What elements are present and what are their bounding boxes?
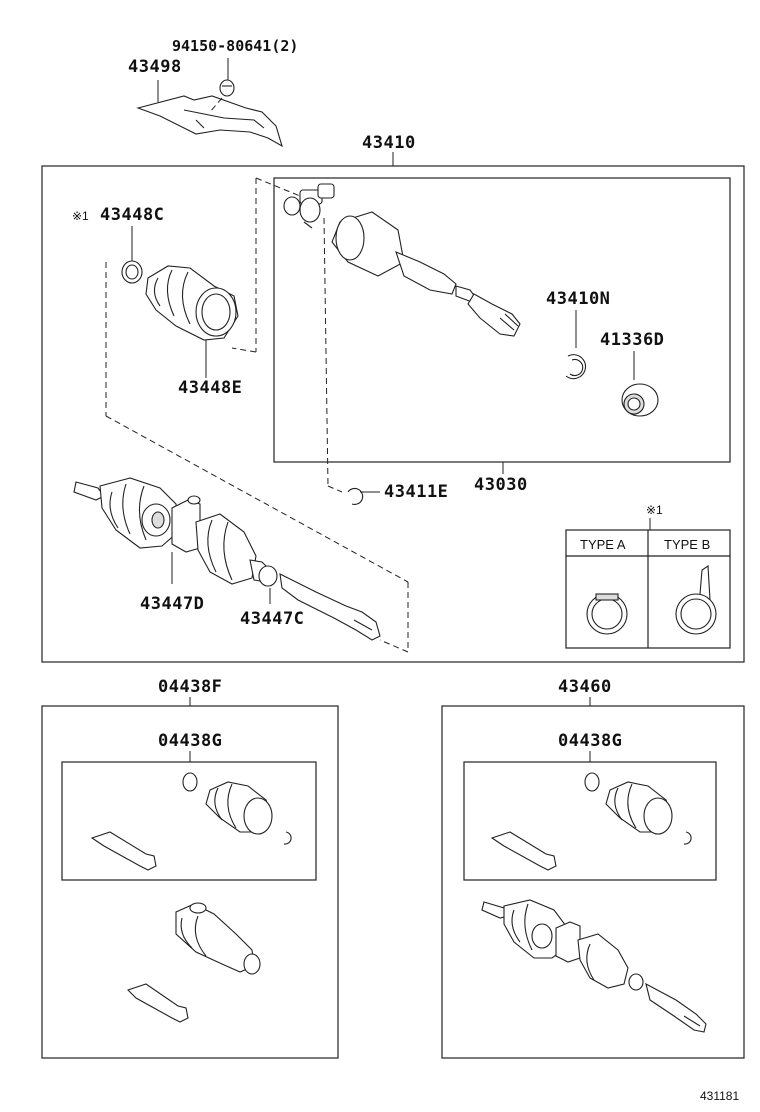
label-shaft-assy: 43410: [362, 133, 416, 153]
kit-left-inner-box: [61, 761, 317, 881]
label-cover-part: 43498: [128, 57, 182, 77]
snap-ring-icon: [565, 354, 587, 380]
bolt-icon: [219, 58, 235, 97]
kit-left-grease-tube-2-icon: [126, 983, 189, 1023]
clamp-ring-icon: [121, 260, 143, 284]
label-outboard-clamp: 43447C: [240, 609, 304, 629]
inboard-boot-icon: [145, 265, 239, 341]
type-table: [565, 529, 731, 649]
kit-left-outer-boot-icon: [175, 902, 261, 975]
inner-joint-box: [273, 177, 731, 463]
label-kit-left: 04438F: [158, 677, 222, 697]
tripod-joint-icon: [283, 183, 335, 229]
type-b-label: TYPE B: [664, 537, 710, 552]
kit-left-boot-icon: [182, 772, 292, 845]
kit-left-box: [41, 705, 339, 1059]
kit-right-shaft-assy-icon: [481, 899, 707, 1033]
kit-left-grease-tube-icon: [90, 831, 157, 871]
cover-plate-icon: [136, 80, 283, 148]
label-kit-right: 43460: [558, 677, 612, 697]
kit-right-boot-icon: [584, 772, 692, 845]
label-clip: 43411E: [384, 482, 448, 502]
label-inboard-boot: 43448E: [178, 378, 242, 398]
label-inner-joint: 43030: [474, 475, 528, 495]
kit-right-inner-box: [463, 761, 717, 881]
label-dust-seal: 41336D: [600, 330, 664, 350]
reference-number: 431181: [700, 1089, 739, 1103]
dust-seal-icon: [621, 383, 659, 417]
label-kit-right-inner: 04438G: [558, 731, 622, 751]
note-mark-table: ※1: [646, 503, 663, 517]
label-boot-clamp: 43448C: [100, 205, 164, 225]
kit-right-grease-tube-icon: [490, 831, 557, 871]
label-snap-ring: 43410N: [546, 289, 610, 309]
clip-icon: [347, 487, 364, 505]
inner-joint-housing-icon: [331, 211, 521, 337]
type-b-clamp-icon: [675, 565, 717, 635]
label-bolt-part: 94150-80641(2): [172, 37, 298, 55]
kit-right-box: [441, 705, 745, 1059]
note-mark-1: ※1: [72, 209, 89, 223]
type-a-clamp-icon: [586, 593, 628, 635]
shaft-assy-box: [41, 165, 745, 663]
outboard-joint-icon: [73, 477, 381, 641]
type-a-label: TYPE A: [580, 537, 626, 552]
label-kit-left-inner: 04438G: [158, 731, 222, 751]
label-outboard-boot: 43447D: [140, 594, 204, 614]
